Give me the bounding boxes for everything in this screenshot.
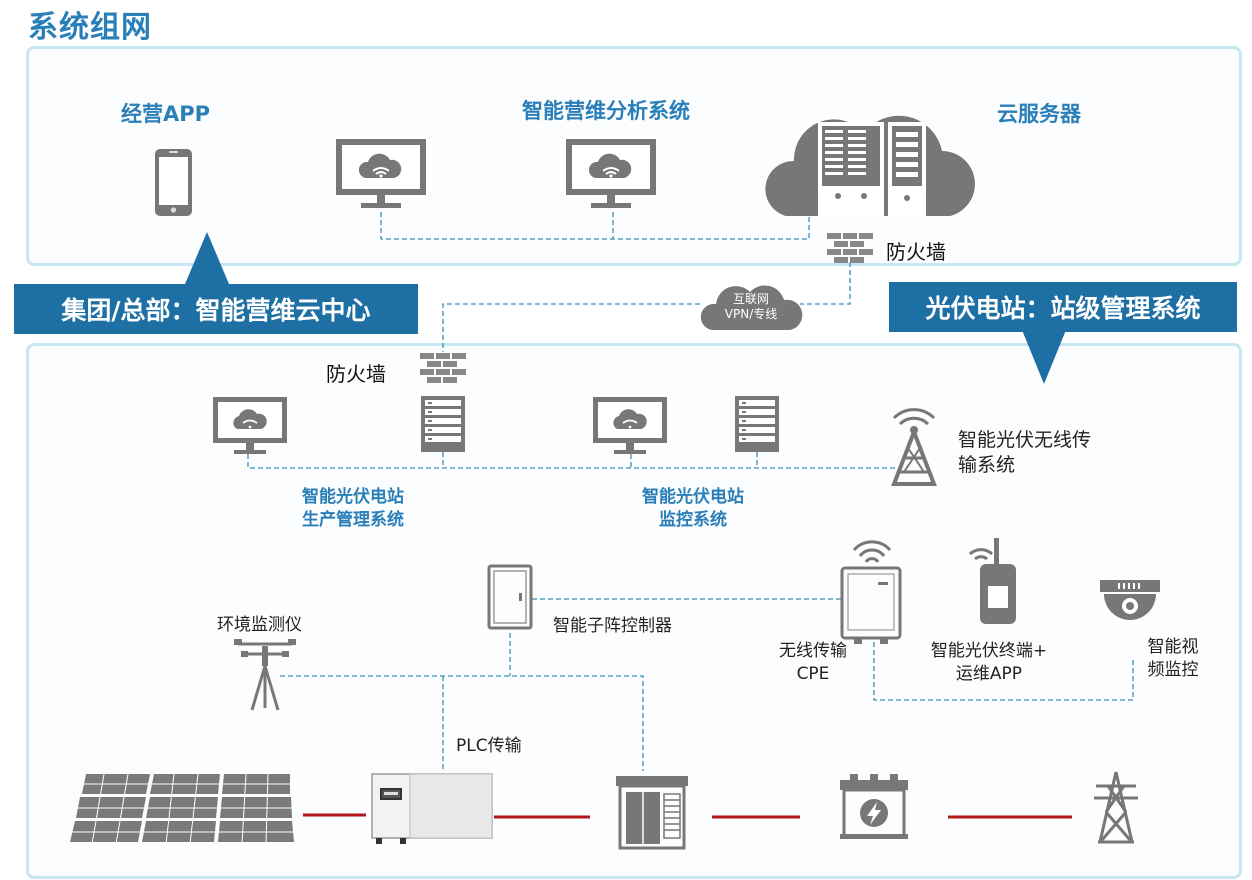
cpe-label-line2: CPE	[796, 664, 830, 684]
production-system-label: 智能光伏电站 生产管理系统	[288, 486, 418, 532]
solar-panel-icon	[70, 773, 306, 845]
cloud-server-icon	[765, 115, 975, 216]
firewall-label: 防火墙	[886, 240, 946, 264]
terminal-label: 智能光伏终端+ 运维APP	[920, 640, 1058, 686]
station-firewall-label: 防火墙	[326, 362, 386, 386]
monitoring-system-line1: 智能光伏电站	[642, 487, 744, 507]
wireless-system-label: 智能光伏无线传 输系统	[958, 428, 1091, 478]
wireless-system-line1: 智能光伏无线传	[958, 429, 1092, 451]
monitor-cloud-wifi-icon	[213, 397, 287, 454]
cpe-device-icon	[840, 540, 902, 644]
dome-camera-icon	[1100, 580, 1160, 620]
wireless-tower-icon	[891, 408, 937, 486]
transmission-tower-icon	[1094, 771, 1138, 844]
inverter-icon	[371, 773, 493, 844]
monitoring-system-label: 智能光伏电站 监控系统	[628, 486, 758, 532]
cabinet-icon	[487, 564, 533, 630]
analysis-system-label: 智能营维分析系统	[522, 99, 690, 123]
server-rack-icon	[735, 396, 779, 452]
terminal-label-line2: 运维APP	[955, 664, 1023, 684]
internet-label-line1: 互联网	[732, 292, 769, 306]
video-monitor-line2: 频监控	[1147, 660, 1199, 680]
business-app-label: 经营APP	[121, 102, 211, 126]
box-transformer-icon	[616, 776, 688, 850]
video-monitor-label: 智能视 频监控	[1140, 636, 1206, 682]
production-system-line2: 生产管理系统	[302, 510, 404, 530]
env-monitor-label: 环境监测仪	[217, 615, 302, 635]
firewall-icon	[827, 233, 873, 263]
monitor-cloud-wifi-icon	[593, 397, 667, 454]
firewall-icon	[420, 353, 466, 383]
video-monitor-line1: 智能视	[1147, 637, 1199, 657]
internet-cloud-icon	[700, 285, 803, 330]
monitor-cloud-wifi-icon	[566, 139, 656, 208]
cpe-label-line1: 无线传输	[779, 641, 847, 661]
station-system-banner: 光伏电站：站级管理系统	[889, 282, 1237, 332]
banner-pointer-up	[185, 232, 229, 284]
group-cloud-center-banner: 集团/总部：智能营维云中心	[14, 284, 418, 334]
cloud-server-label: 云服务器	[997, 102, 1081, 126]
handheld-terminal-icon	[968, 538, 1016, 624]
monitoring-system-line2: 监控系统	[659, 510, 727, 530]
internet-label-line2: VPN/专线	[724, 307, 778, 321]
phone-icon	[155, 149, 192, 216]
wireless-system-line2: 输系统	[958, 454, 1016, 476]
subarray-controller-label: 智能子阵控制器	[553, 616, 672, 636]
weather-station-icon	[234, 639, 296, 711]
page-title: 系统组网	[28, 10, 152, 45]
banner-pointer-down	[1022, 330, 1066, 384]
production-system-line1: 智能光伏电站	[302, 487, 404, 507]
internet-label: 互联网 VPN/专线	[710, 292, 792, 322]
cpe-label: 无线传输 CPE	[770, 640, 856, 686]
terminal-label-line1: 智能光伏终端+	[930, 641, 1048, 661]
transformer-icon	[840, 774, 908, 839]
monitor-cloud-wifi-icon	[336, 139, 426, 208]
server-rack-icon	[421, 396, 465, 452]
plc-transmission-label: PLC传输	[456, 736, 522, 756]
